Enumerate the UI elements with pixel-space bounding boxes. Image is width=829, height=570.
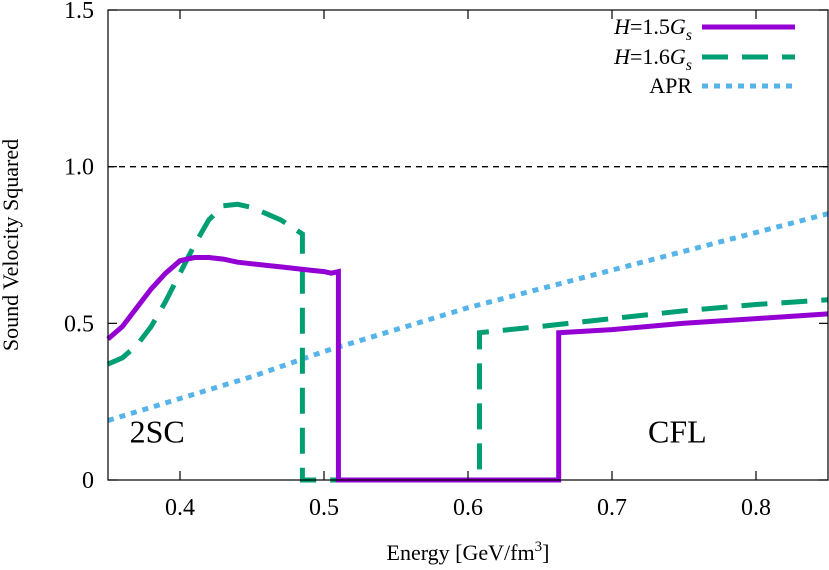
- legend-label: H=1.6Gs: [613, 44, 692, 74]
- series-line: [106, 255, 829, 483]
- region-label: 2SC: [130, 413, 185, 449]
- legend-label: APR: [649, 73, 692, 98]
- series-line: [107, 211, 829, 423]
- x-tick-label: 0.4: [165, 495, 195, 521]
- y-tick-label: 0: [82, 468, 94, 494]
- y-tick-label: 1.0: [64, 155, 94, 181]
- x-tick-label: 0.8: [741, 495, 771, 521]
- series-line: [106, 201, 829, 483]
- y-axis-label: Sound Velocity Squared: [0, 139, 23, 351]
- y-tick-label: 0.5: [64, 311, 94, 337]
- series-layer: [106, 201, 829, 483]
- x-tick-label: 0.5: [309, 495, 339, 521]
- y-tick-label: 1.5: [64, 0, 94, 24]
- plot-frame: [107, 9, 829, 481]
- region-label: CFL: [648, 413, 707, 449]
- x-tick-label: 0.6: [453, 495, 483, 521]
- x-tick-label: 0.7: [597, 495, 627, 521]
- annotation-layer: 2SC CFL: [130, 413, 707, 449]
- legend-label: H=1.5Gs: [613, 14, 692, 44]
- ticks-layer: 0.4 0.5 0.6 0.7 0.8 0 0.5 1.0 1.5: [64, 0, 828, 521]
- x-axis-label: Energy [GeV/fm3]: [387, 539, 550, 565]
